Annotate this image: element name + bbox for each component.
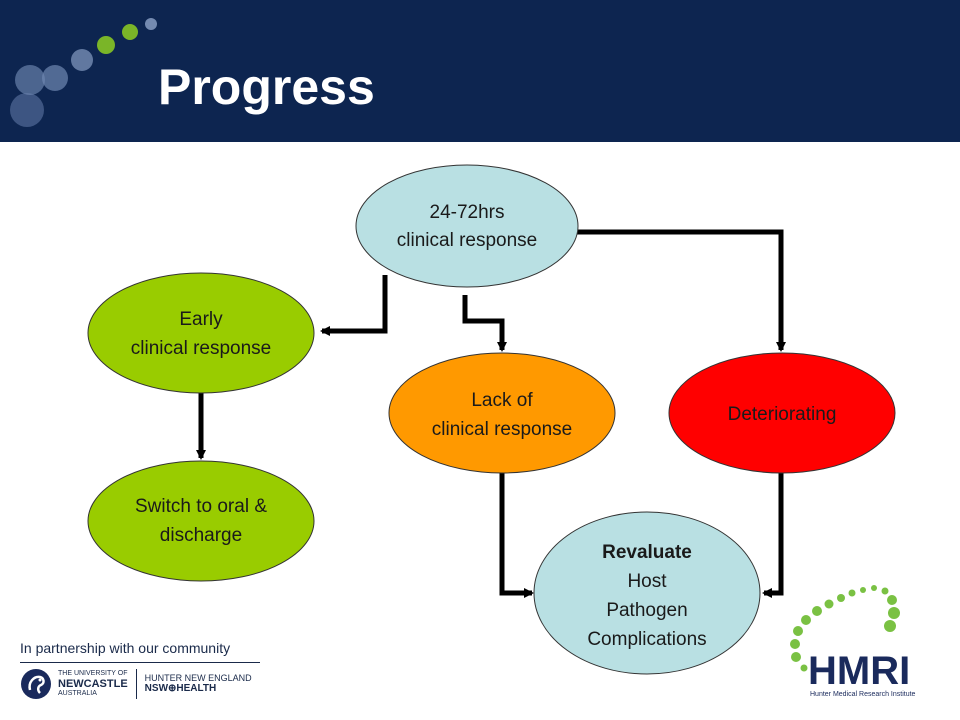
hmri-name: HMRI: [808, 649, 910, 693]
node-label: Switch to oral &: [135, 496, 267, 517]
uni-name: NEWCASTLE: [58, 677, 128, 690]
page-title: Progress: [158, 59, 375, 115]
uni-country: AUSTRALIA: [58, 690, 97, 698]
nsw-health: NSW⊕HEALTH: [144, 683, 217, 695]
node-label: discharge: [160, 525, 242, 546]
footer-logos: THE UNIVERSITY OF NEWCASTLE AUSTRALIA HU…: [20, 668, 252, 700]
dot: [71, 49, 93, 71]
node-label: Deteriorating: [728, 404, 837, 425]
hmri-subtitle: Hunter Medical Research Institute: [810, 691, 916, 698]
node-label: Host: [627, 571, 667, 592]
dot: [10, 93, 44, 127]
node-deteriorating: Deteriorating: [668, 352, 896, 474]
newcastle-seahorse-icon: [21, 669, 51, 699]
node-revaluate: Revaluate Host Pathogen Complications: [533, 511, 761, 675]
footer-divider: [20, 662, 260, 663]
dot: [42, 65, 68, 91]
node-label: Complications: [587, 629, 706, 650]
health-wordmark: HUNTER NEW ENGLAND NSW⊕HEALTH: [145, 673, 252, 696]
node-label: 24-72hrs: [430, 202, 505, 223]
node-label: Early: [179, 309, 223, 330]
node-label: Pathogen: [606, 600, 687, 621]
dot: [97, 36, 115, 54]
hmri-dots-icon: [790, 585, 900, 672]
arrow-top-to-early: [320, 275, 388, 336]
node-label: clinical response: [131, 338, 271, 359]
arrow-deteriorating-to-revaluate: [762, 473, 784, 598]
dot: [15, 65, 45, 95]
node-label: clinical response: [397, 230, 537, 251]
node-lack-of-response: Lack of clinical response: [388, 352, 616, 474]
university-wordmark: THE UNIVERSITY OF NEWCASTLE AUSTRALIA: [58, 670, 128, 697]
arrow-top-to-lack: [462, 295, 507, 352]
node-early-response: Early clinical response: [87, 272, 315, 394]
node-label: Lack of: [471, 390, 533, 411]
arrow-lack-to-revaluate: [499, 473, 534, 598]
dot: [145, 18, 157, 30]
node-24-72hrs: 24-72hrs clinical response: [355, 164, 579, 288]
node-label: clinical response: [432, 419, 572, 440]
decorative-dots: [10, 18, 157, 127]
partnership-text: In partnership with our community: [20, 640, 231, 656]
node-switch-to-oral: Switch to oral & discharge: [87, 460, 315, 582]
uni-small: THE UNIVERSITY OF: [58, 670, 128, 678]
dot: [122, 24, 138, 40]
hne-name: HUNTER NEW ENGLAND: [144, 672, 252, 683]
arrow-top-to-deteriorating: [577, 229, 786, 352]
node-heading: Revaluate: [602, 542, 692, 563]
logo-divider: [135, 669, 137, 699]
header-banner: Progress: [0, 0, 960, 142]
hmri-logo: HMRI Hunter Medical Research Institute: [790, 585, 916, 698]
